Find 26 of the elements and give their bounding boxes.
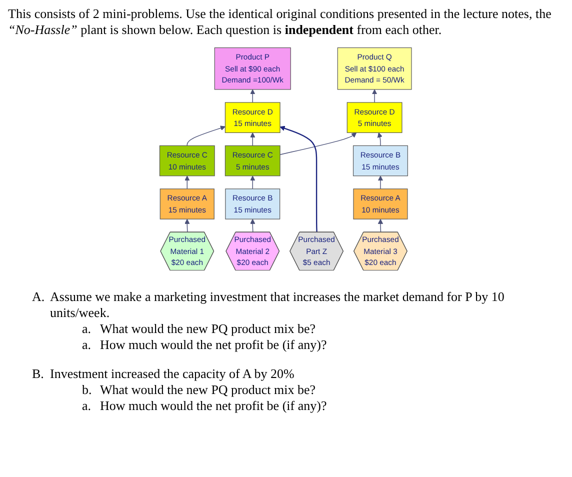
arrow — [280, 132, 357, 154]
question-text: Investment increased the capacity of A by 20% — [50, 366, 294, 382]
arrow — [184, 218, 190, 232]
list-marker: a. — [82, 337, 92, 354]
list-marker: a. — [82, 398, 92, 414]
sub-question-text: How much would the net profit be (if any)? — [100, 337, 327, 354]
arrow — [280, 125, 318, 232]
question-text: Assume we make a marketing investment that increases the market demand for P by 10 units/week. — [50, 288, 506, 321]
arrow — [378, 132, 383, 146]
arrow — [378, 218, 384, 232]
list-marker: B. — [32, 366, 45, 382]
list-marker: a. — [82, 321, 92, 338]
list-marker: b. — [82, 382, 93, 398]
sub-question-text: What would the new PQ product mix be? — [100, 321, 316, 338]
arrow — [250, 218, 256, 232]
arrow — [250, 132, 256, 146]
sub-question-text: How much would the net profit be (if any)? — [100, 398, 327, 414]
arrow — [378, 175, 384, 189]
list-marker: A. — [32, 288, 46, 306]
arrow — [250, 175, 256, 189]
arrow — [187, 125, 226, 146]
arrow — [184, 175, 190, 189]
sub-question-text: What would the new PQ product mix be? — [100, 382, 316, 398]
arrow — [250, 88, 256, 102]
intro-paragraph: This consists of 2 mini-problems. Use the identical original conditions presented in the lecture notes, the “No-Hassle” plant is shown below. Each question is independent from each other. — [8, 6, 552, 38]
arrow — [372, 88, 378, 102]
